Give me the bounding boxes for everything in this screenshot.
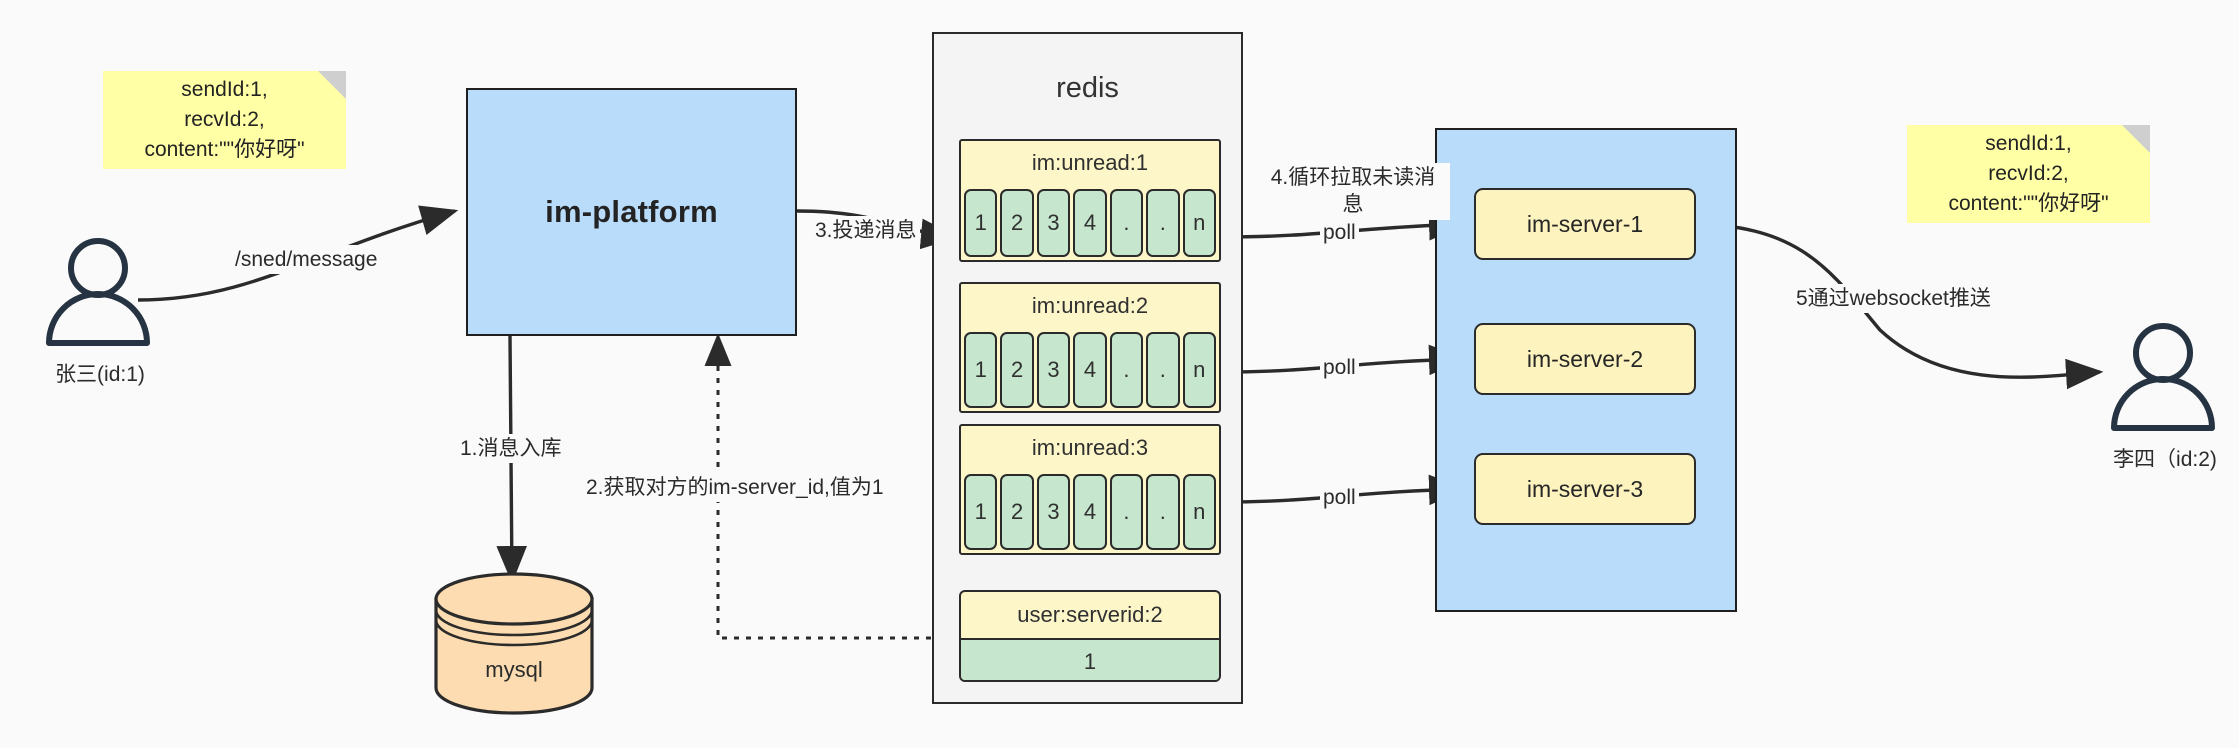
node-im-server-2[interactable]: im-server-2 [1474,323,1696,395]
edge-label-send-message: /sned/message [232,245,381,275]
actor-sender-label: 张三(id:1) [55,363,145,386]
redis-list-im-unread-3[interactable]: im:unread:3 1 2 3 4 . . n [959,424,1221,555]
redis-list-1-key: im:unread:1 [1031,150,1149,175]
list-cell[interactable]: 1 [964,189,998,257]
list-cell[interactable]: n [1182,474,1216,550]
node-redis-title: redis [1056,72,1119,104]
edge-label-poll-3: poll [1320,483,1359,513]
edge-label-step4: 4.循环拉取未读消 息 [1256,163,1450,220]
list-cell[interactable]: n [1182,332,1216,408]
actor-receiver-icon [2111,323,2215,431]
node-im-server-1-label: im-server-1 [1526,210,1644,237]
edge-label-poll-1: poll [1320,218,1359,248]
note-fold-corner [318,71,346,99]
note-left-text: sendId:1, recvId:2, content:""你好呀" [144,78,305,161]
node-im-platform[interactable]: im-platform [466,88,797,336]
note-right-message: sendId:1, recvId:2, content:""你好呀" [1907,125,2150,223]
edge-label-step3: 3.投递消息 [812,216,920,246]
list-cell[interactable]: . [1109,474,1144,550]
redis-list-3-key: im:unread:3 [1031,435,1149,460]
note-fold-corner [2122,125,2150,153]
list-cell[interactable]: 4 [1073,189,1107,257]
list-cell[interactable]: . [1146,189,1180,257]
redis-list-im-unread-1[interactable]: im:unread:1 1 2 3 4 . . n [959,139,1221,262]
list-cell[interactable]: 4 [1073,474,1107,550]
redis-list-2-cells: 1 2 3 4 . . n [964,332,1216,408]
list-cell[interactable]: 1 [964,332,998,408]
edge-label-step1: 1.消息入库 [457,434,565,464]
node-im-server-2-label: im-server-2 [1526,345,1644,372]
list-cell[interactable]: . [1146,332,1180,408]
redis-list-3-cells: 1 2 3 4 . . n [964,474,1216,550]
list-cell[interactable]: 4 [1073,332,1107,408]
list-cell[interactable]: . [1146,474,1180,550]
edge-label-poll-2: poll [1320,353,1359,383]
actor-sender-icon [46,238,150,346]
node-im-server-1[interactable]: im-server-1 [1474,188,1696,260]
list-cell[interactable]: 3 [1036,189,1071,257]
redis-list-im-unread-2[interactable]: im:unread:2 1 2 3 4 . . n [959,282,1221,413]
node-im-server-3-label: im-server-3 [1526,475,1644,502]
node-im-server-3[interactable]: im-server-3 [1474,453,1696,525]
redis-kv-key: user:serverid:2 [961,592,1219,640]
list-cell[interactable]: . [1109,189,1144,257]
list-cell[interactable]: 2 [1000,332,1034,408]
redis-list-2-key: im:unread:2 [1031,293,1149,318]
node-mysql[interactable]: mysql [432,572,597,717]
redis-list-1-cells: 1 2 3 4 . . n [964,189,1216,257]
note-right-text: sendId:1, recvId:2, content:""你好呀" [1948,132,2109,215]
list-cell[interactable]: . [1109,332,1144,408]
list-cell[interactable]: 1 [964,474,998,550]
redis-kv-value: 1 [961,640,1219,680]
node-im-platform-label: im-platform [545,194,718,229]
edge-label-step2: 2.获取对方的im-server_id,值为1 [583,473,887,503]
note-left-message: sendId:1, recvId:2, content:""你好呀" [103,71,346,169]
actor-receiver-label: 李四（id:2) [2113,448,2217,471]
list-cell[interactable]: 3 [1036,332,1071,408]
list-cell[interactable]: 2 [1000,474,1034,550]
list-cell[interactable]: n [1182,189,1216,257]
node-mysql-label: mysql [485,657,542,682]
edge-label-step5: 5通过websocket推送 [1793,284,1994,314]
list-cell[interactable]: 2 [1000,189,1034,257]
list-cell[interactable]: 3 [1036,474,1071,550]
redis-kv-user-serverid[interactable]: user:serverid:2 1 [959,590,1221,682]
